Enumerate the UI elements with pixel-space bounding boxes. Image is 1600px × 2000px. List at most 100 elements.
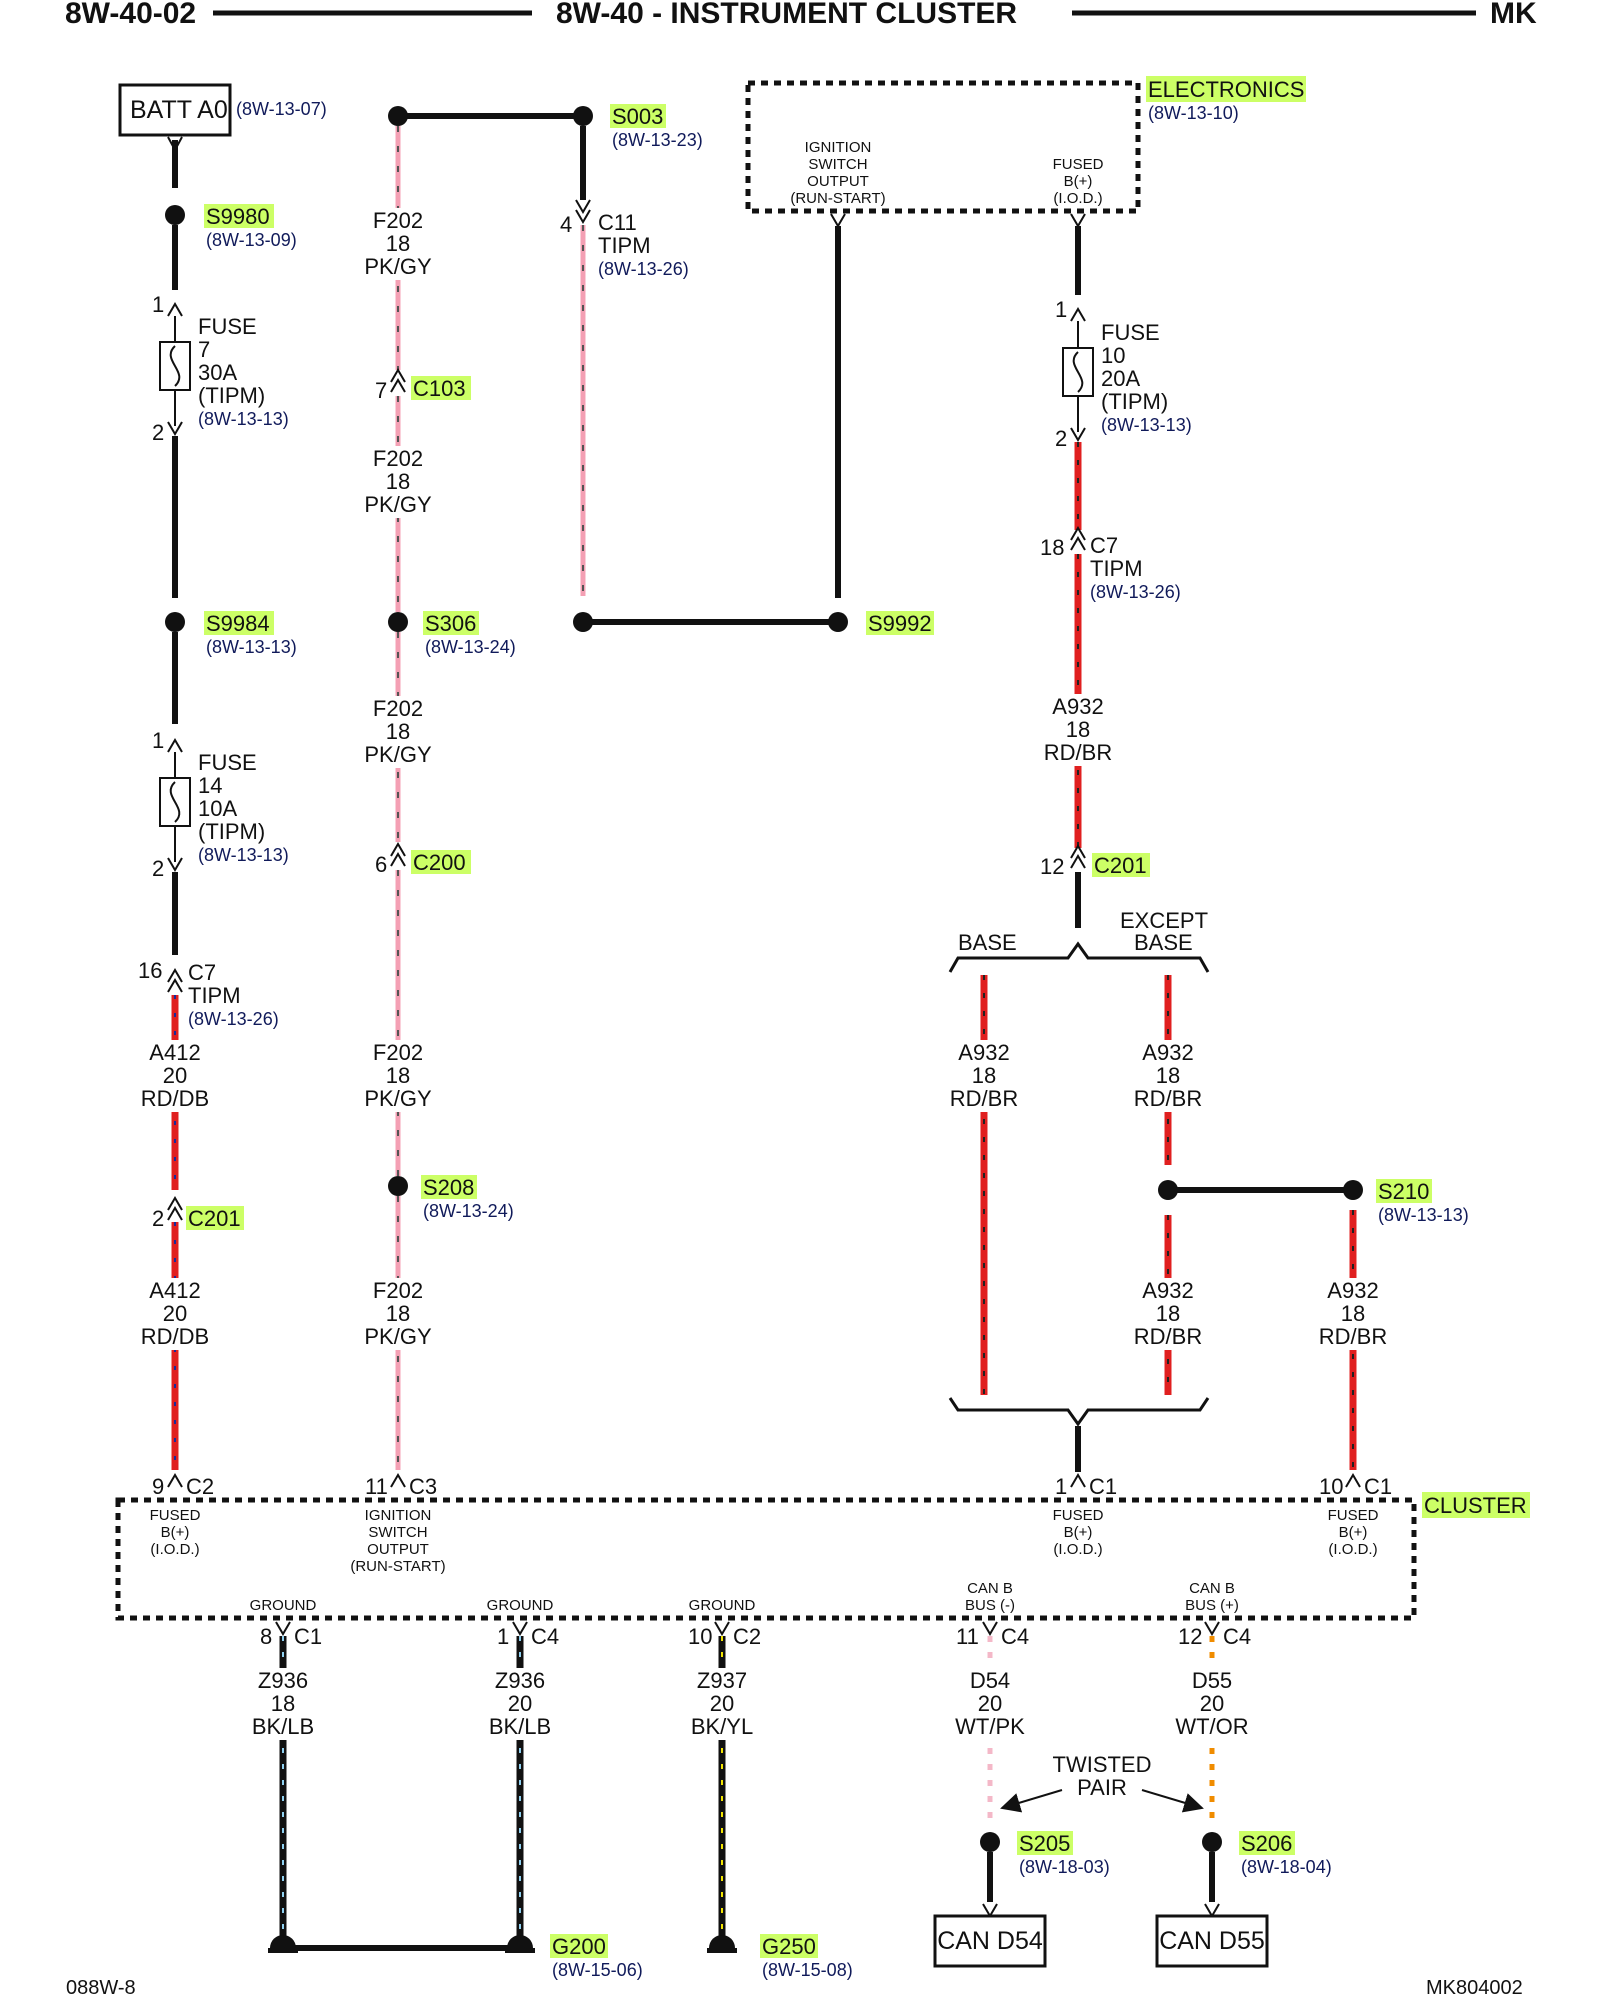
svg-text:RD/BR: RD/BR bbox=[950, 1086, 1018, 1111]
svg-text:BUS (-): BUS (-) bbox=[965, 1597, 1015, 1614]
footer-left: 088W-8 bbox=[66, 1977, 136, 1999]
svg-text:20: 20 bbox=[508, 1691, 532, 1716]
svg-text:B(+): B(+) bbox=[161, 1524, 190, 1541]
svg-text:FUSE: FUSE bbox=[198, 750, 257, 775]
svg-text:(8W-13-10): (8W-13-10) bbox=[1148, 103, 1239, 123]
svg-text:SWITCH: SWITCH bbox=[808, 156, 867, 173]
svg-text:BK/LB: BK/LB bbox=[489, 1714, 551, 1739]
splice-s306: S306 bbox=[425, 611, 476, 636]
svg-text:18: 18 bbox=[386, 231, 410, 256]
wire-z936-circuit: Z936 bbox=[258, 1668, 308, 1693]
svg-text:A932: A932 bbox=[1142, 1278, 1193, 1303]
svg-text:20: 20 bbox=[710, 1691, 734, 1716]
footer-right: MK804002 bbox=[1426, 1977, 1523, 1999]
svg-text:9: 9 bbox=[152, 1474, 164, 1499]
svg-text:WT/OR: WT/OR bbox=[1175, 1714, 1248, 1739]
svg-text:(TIPM): (TIPM) bbox=[198, 383, 265, 408]
svg-text:C4: C4 bbox=[531, 1624, 559, 1649]
batt-source-label: BATT A0 bbox=[130, 96, 228, 124]
svg-text:11: 11 bbox=[956, 1624, 979, 1649]
svg-text:18: 18 bbox=[386, 1301, 410, 1326]
svg-text:TIPM: TIPM bbox=[598, 233, 651, 258]
wire-a412-circuit: A412 bbox=[149, 1040, 200, 1065]
option-base: BASE bbox=[958, 930, 1017, 955]
svg-text:11: 11 bbox=[365, 1474, 388, 1499]
svg-text:(8W-13-26): (8W-13-26) bbox=[1090, 582, 1181, 602]
svg-text:18: 18 bbox=[1156, 1063, 1180, 1088]
svg-text:PK/GY: PK/GY bbox=[364, 492, 432, 517]
svg-text:(8W-18-04): (8W-18-04) bbox=[1241, 1857, 1332, 1877]
svg-text:(8W-13-26): (8W-13-26) bbox=[598, 259, 689, 279]
svg-text:1: 1 bbox=[1055, 297, 1067, 322]
svg-text:18: 18 bbox=[1040, 535, 1064, 560]
svg-text:1: 1 bbox=[497, 1624, 509, 1649]
svg-text:(8W-13-09): (8W-13-09) bbox=[206, 230, 297, 250]
twisted-pair-label: TWISTED bbox=[1053, 1752, 1152, 1777]
svg-text:20: 20 bbox=[163, 1063, 187, 1088]
svg-text:20: 20 bbox=[978, 1691, 1002, 1716]
svg-text:(I.O.D.): (I.O.D.) bbox=[1328, 1541, 1377, 1558]
svg-text:FUSED: FUSED bbox=[1053, 156, 1104, 173]
svg-text:B(+): B(+) bbox=[1339, 1524, 1368, 1541]
svg-text:1: 1 bbox=[152, 728, 164, 753]
svg-text:A932: A932 bbox=[958, 1040, 1009, 1065]
ground-g200: G200 bbox=[552, 1934, 606, 1959]
splice-s9984: S9984 bbox=[206, 611, 270, 636]
svg-text:C2: C2 bbox=[733, 1624, 761, 1649]
splice-s206: S206 bbox=[1241, 1831, 1292, 1856]
svg-text:FUSED: FUSED bbox=[1328, 1507, 1379, 1524]
svg-text:2: 2 bbox=[152, 420, 164, 445]
header-title: 8W-40 - INSTRUMENT CLUSTER bbox=[556, 0, 1017, 30]
wire-d54-circuit: D54 bbox=[970, 1668, 1010, 1693]
svg-text:OUTPUT: OUTPUT bbox=[807, 173, 869, 190]
svg-text:(8W-13-26): (8W-13-26) bbox=[188, 1009, 279, 1029]
svg-text:(8W-13-13): (8W-13-13) bbox=[198, 845, 289, 865]
svg-text:10: 10 bbox=[1101, 343, 1125, 368]
svg-text:18: 18 bbox=[1066, 717, 1090, 742]
splice-s9980: S9980 bbox=[206, 204, 270, 229]
svg-text:PAIR: PAIR bbox=[1077, 1775, 1127, 1800]
svg-text:FUSED: FUSED bbox=[1053, 1507, 1104, 1524]
svg-text:BUS (+): BUS (+) bbox=[1185, 1597, 1239, 1614]
svg-text:(8W-18-03): (8W-18-03) bbox=[1019, 1857, 1110, 1877]
svg-text:(I.O.D.): (I.O.D.) bbox=[150, 1541, 199, 1558]
svg-text:(8W-13-24): (8W-13-24) bbox=[423, 1201, 514, 1221]
splice-s205: S205 bbox=[1019, 1831, 1070, 1856]
wire-z937-circuit: Z937 bbox=[697, 1668, 747, 1693]
svg-text:A932: A932 bbox=[1327, 1278, 1378, 1303]
svg-text:C1: C1 bbox=[1089, 1474, 1117, 1499]
svg-text:20: 20 bbox=[163, 1301, 187, 1326]
svg-text:8: 8 bbox=[260, 1624, 272, 1649]
svg-text:PK/GY: PK/GY bbox=[364, 254, 432, 279]
svg-text:7: 7 bbox=[198, 337, 210, 362]
svg-text:(8W-15-08): (8W-15-08) bbox=[762, 1960, 853, 1980]
header-left: 8W-40-02 bbox=[65, 0, 196, 30]
wire-f202-circuit: F202 bbox=[373, 208, 423, 233]
svg-text:C1: C1 bbox=[294, 1624, 322, 1649]
svg-text:GROUND: GROUND bbox=[487, 1597, 554, 1614]
svg-text:C7: C7 bbox=[188, 960, 216, 985]
svg-text:F202: F202 bbox=[373, 1278, 423, 1303]
svg-text:C4: C4 bbox=[1223, 1624, 1251, 1649]
splice-s210: S210 bbox=[1378, 1179, 1429, 1204]
wire-a932-circuit: A932 bbox=[1052, 694, 1103, 719]
connector-c201-right: C201 bbox=[1094, 853, 1147, 878]
svg-text:30A: 30A bbox=[198, 360, 237, 385]
svg-text:18: 18 bbox=[972, 1063, 996, 1088]
svg-text:10: 10 bbox=[688, 1624, 712, 1649]
splice-s208: S208 bbox=[423, 1175, 474, 1200]
svg-text:18: 18 bbox=[386, 719, 410, 744]
svg-text:18: 18 bbox=[386, 469, 410, 494]
svg-text:(8W-13-23): (8W-13-23) bbox=[612, 130, 703, 150]
svg-text:Z936: Z936 bbox=[495, 1668, 545, 1693]
svg-text:2: 2 bbox=[152, 1206, 164, 1231]
svg-text:10A: 10A bbox=[198, 796, 237, 821]
ground-g250: G250 bbox=[762, 1934, 816, 1959]
svg-text:RD/BR: RD/BR bbox=[1134, 1324, 1202, 1349]
svg-text:TIPM: TIPM bbox=[188, 983, 241, 1008]
svg-text:18: 18 bbox=[386, 1063, 410, 1088]
svg-text:FUSE: FUSE bbox=[1101, 320, 1160, 345]
svg-text:BASE: BASE bbox=[1134, 930, 1193, 955]
svg-text:PK/GY: PK/GY bbox=[364, 1324, 432, 1349]
